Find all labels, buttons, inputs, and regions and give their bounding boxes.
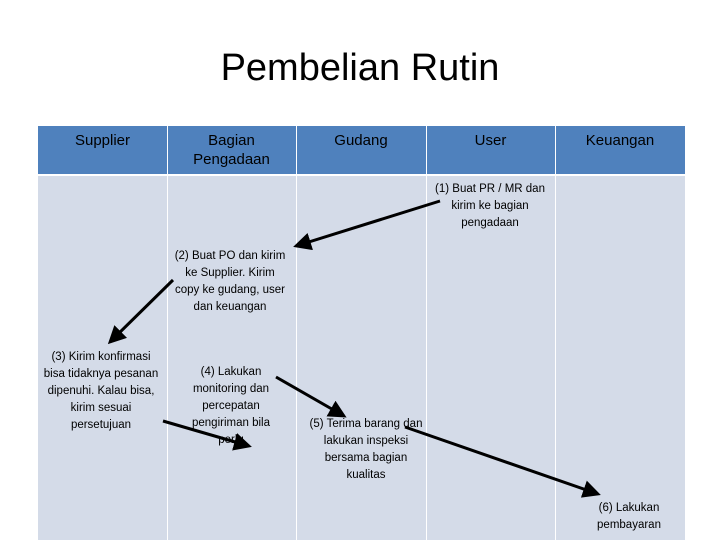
lane-divider: [555, 126, 556, 540]
lane-header-bagian-pengadaan: Bagian Pengadaan: [193, 132, 270, 168]
lane-divider: [167, 126, 168, 540]
page-title: Pembelian Rutin: [220, 47, 500, 89]
step-3: (3) Kirim konfirmasi bisa tidaknya pesan…: [43, 351, 159, 431]
step-5: (5) Terima barang dan lakukan inspeksi b…: [309, 418, 423, 481]
header-divider: [38, 174, 685, 176]
lane-header-gudang: Gudang: [334, 132, 388, 149]
lane-header-supplier: Supplier: [74, 132, 131, 149]
lane-header-keuangan: Keuangan: [585, 132, 655, 149]
lane-header-user: User: [474, 132, 507, 149]
step-1: (1) Buat PR / MR dan kirim ke bagian pen…: [435, 183, 545, 229]
step-4: (4) Lakukan monitoring dan percepatan pe…: [192, 366, 270, 446]
table-header: [38, 126, 685, 174]
lane-divider: [296, 126, 297, 540]
lane-divider: [426, 126, 427, 540]
step-2: (2) Buat PO dan kirim ke Supplier. Kirim…: [174, 250, 286, 313]
step-6: (6) Lakukan pembayaran: [597, 502, 661, 531]
